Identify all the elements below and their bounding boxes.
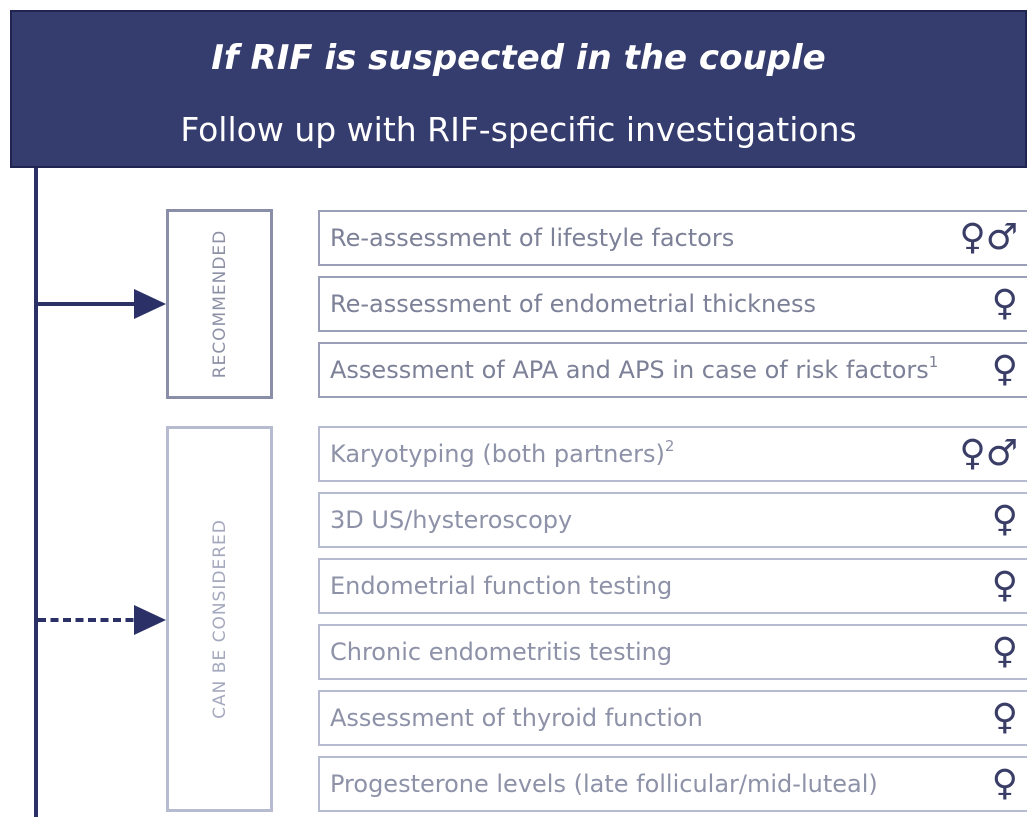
header-subtitle: Follow up with RIF-specific investigatio… [180,110,857,149]
investigation-label: 3D US/hysteroscopy [330,506,573,534]
sex-symbols-icon: ♀♂ [959,433,1018,474]
female-symbol-icon: ♀ [991,349,1018,390]
investigation-label: Endometrial function testing [330,572,673,600]
recommended-arrow-head [134,289,166,319]
female-symbol-icon: ♀ [991,763,1018,804]
investigation-label: Karyotyping (both partners)2 [330,437,675,469]
investigation-row: Re-assessment of lifestyle factors ♀♂ [318,210,1027,266]
category-can-be-considered: CAN BE CONSIDERED [166,426,273,812]
female-symbol-icon: ♀ [991,697,1018,738]
considered-arrow-head [134,605,166,635]
sex-symbols-icon: ♀♂ [959,217,1018,258]
header-banner: If RIF is suspected in the couple Follow… [10,10,1027,168]
investigation-label: Re-assessment of endometrial thickness [330,290,817,318]
female-symbol-icon: ♀ [991,499,1018,540]
female-symbol-icon: ♀ [991,631,1018,672]
female-symbol-icon: ♀ [991,565,1018,606]
header-title: If RIF is suspected in the couple [211,38,826,78]
flow-vertical-line [34,168,38,817]
category-considered-label: CAN BE CONSIDERED [209,519,230,719]
investigation-label: Assessment of thyroid function [330,704,703,732]
investigation-row: Assessment of thyroid function ♀ [318,690,1027,746]
investigation-row: Re-assessment of endometrial thickness ♀ [318,276,1027,332]
investigation-row: Karyotyping (both partners)2 ♀♂ [318,426,1027,482]
investigation-row: Chronic endometritis testing ♀ [318,624,1027,680]
investigation-label: Progesterone levels (late follicular/mid… [330,770,878,798]
category-recommended: RECOMMENDED [166,209,273,399]
investigation-label: Chronic endometritis testing [330,638,673,666]
investigation-label: Assessment of APA and APS in case of ris… [330,353,939,385]
investigation-label: Re-assessment of lifestyle factors [330,224,735,252]
category-recommended-label: RECOMMENDED [209,229,230,379]
investigation-row: Endometrial function testing ♀ [318,558,1027,614]
investigation-row: Progesterone levels (late follicular/mid… [318,756,1027,812]
investigation-row: 3D US/hysteroscopy ♀ [318,492,1027,548]
considered-arrow-shaft [38,618,146,622]
recommended-arrow-shaft [38,302,146,306]
female-symbol-icon: ♀ [991,283,1018,324]
investigation-row: Assessment of APA and APS in case of ris… [318,342,1027,398]
